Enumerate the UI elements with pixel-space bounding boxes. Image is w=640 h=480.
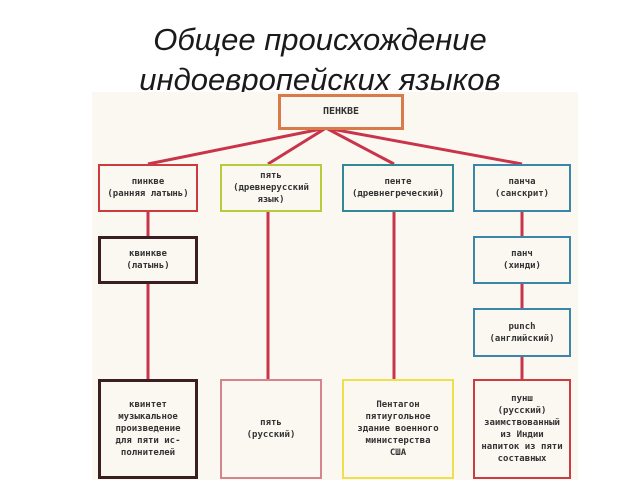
node-punsh-line-1: пунш (511, 394, 533, 404)
node-quintet-line-1: квинтет (129, 400, 167, 410)
connector-root-old-greek (325, 126, 395, 166)
node-punsh-line-4: из Индии (500, 430, 544, 440)
node-latin-early: пинкве (ранняя латынь) (98, 164, 198, 212)
node-old-greek: пенте (древнегреческий) (342, 164, 454, 212)
node-punsh-line-2: (русский) (497, 406, 547, 416)
node-pentagon-line-1: Пентагон (376, 400, 420, 410)
node-root: ПЕНКВЕ (278, 94, 404, 130)
node-hindi: панч (хинди) (473, 236, 571, 284)
node-quintet-line-5: полнителей (120, 448, 176, 458)
node-quintet: квинтет музыкальное произведение для пят… (98, 379, 198, 479)
node-pentagon-line-4: министерства (365, 436, 431, 446)
node-pentagon: Пентагон пятиугольное здание военного ми… (342, 379, 454, 479)
node-pentagon-line-3: здание военного (357, 424, 439, 434)
connector-root-sanskrit (325, 126, 523, 166)
node-old-russian-line-1: пять (260, 171, 282, 181)
node-latin-early-line-1: пинкве (131, 177, 165, 187)
node-pentagon-line-5: США (389, 448, 407, 458)
slide-title: Общее происхождение индоевропейских язык… (0, 20, 640, 100)
node-sanskrit: панча (санскрит) (473, 164, 571, 212)
title-line-2: индоевропейских языков (139, 62, 501, 97)
node-quintet-line-3: произведение (115, 424, 181, 434)
node-root-label: ПЕНКВЕ (322, 106, 360, 117)
node-punsh: пунш (русский) заимствованный из Индии н… (473, 379, 571, 479)
node-old-greek-line-1: пенте (384, 177, 412, 187)
connector-root-latin-early (147, 126, 327, 166)
node-english: punch (английский) (473, 308, 571, 357)
node-english-line-1: punch (508, 321, 536, 332)
node-latin-line-1: квинкве (129, 249, 167, 259)
node-punsh-line-5: напиток из пяти (481, 442, 563, 452)
node-hindi-line-2: (хинди) (503, 261, 541, 271)
node-pyat-russian-line-1: пять (260, 418, 282, 428)
node-quintet-line-4: для пяти ис- (115, 436, 181, 446)
node-english-line-2: (английский) (489, 333, 555, 344)
node-old-russian-line-2: (древнерусский (233, 183, 309, 193)
node-punsh-line-6: составных (497, 454, 547, 464)
title-line-1: Общее происхождение (153, 22, 487, 57)
node-pentagon-line-2: пятиугольное (365, 412, 431, 422)
node-old-russian: пять (древнерусский язык) (220, 164, 322, 212)
node-quintet-line-2: музыкальное (118, 412, 178, 422)
node-pyat-russian-line-2: (русский) (246, 430, 296, 440)
node-sanskrit-line-2: (санскрит) (494, 189, 550, 199)
node-hindi-line-1: панч (511, 249, 533, 259)
connector-root-old-russian (267, 126, 327, 166)
node-old-greek-line-2: (древнегреческий) (351, 189, 445, 199)
node-pyat-russian: пять (русский) (220, 379, 322, 479)
node-old-russian-line-3: язык) (257, 195, 285, 205)
node-punsh-line-3: заимствованный (484, 418, 560, 428)
language-tree-diagram: ПЕНКВЕ пинкве (ранняя латынь) пять (древ… (92, 92, 578, 480)
node-latin-line-2: (латынь) (126, 261, 170, 271)
connector-lines (146, 126, 524, 379)
node-sanskrit-line-1: панча (508, 177, 536, 187)
node-latin: квинкве (латынь) (98, 236, 198, 284)
node-latin-early-line-2: (ранняя латынь) (107, 189, 189, 199)
